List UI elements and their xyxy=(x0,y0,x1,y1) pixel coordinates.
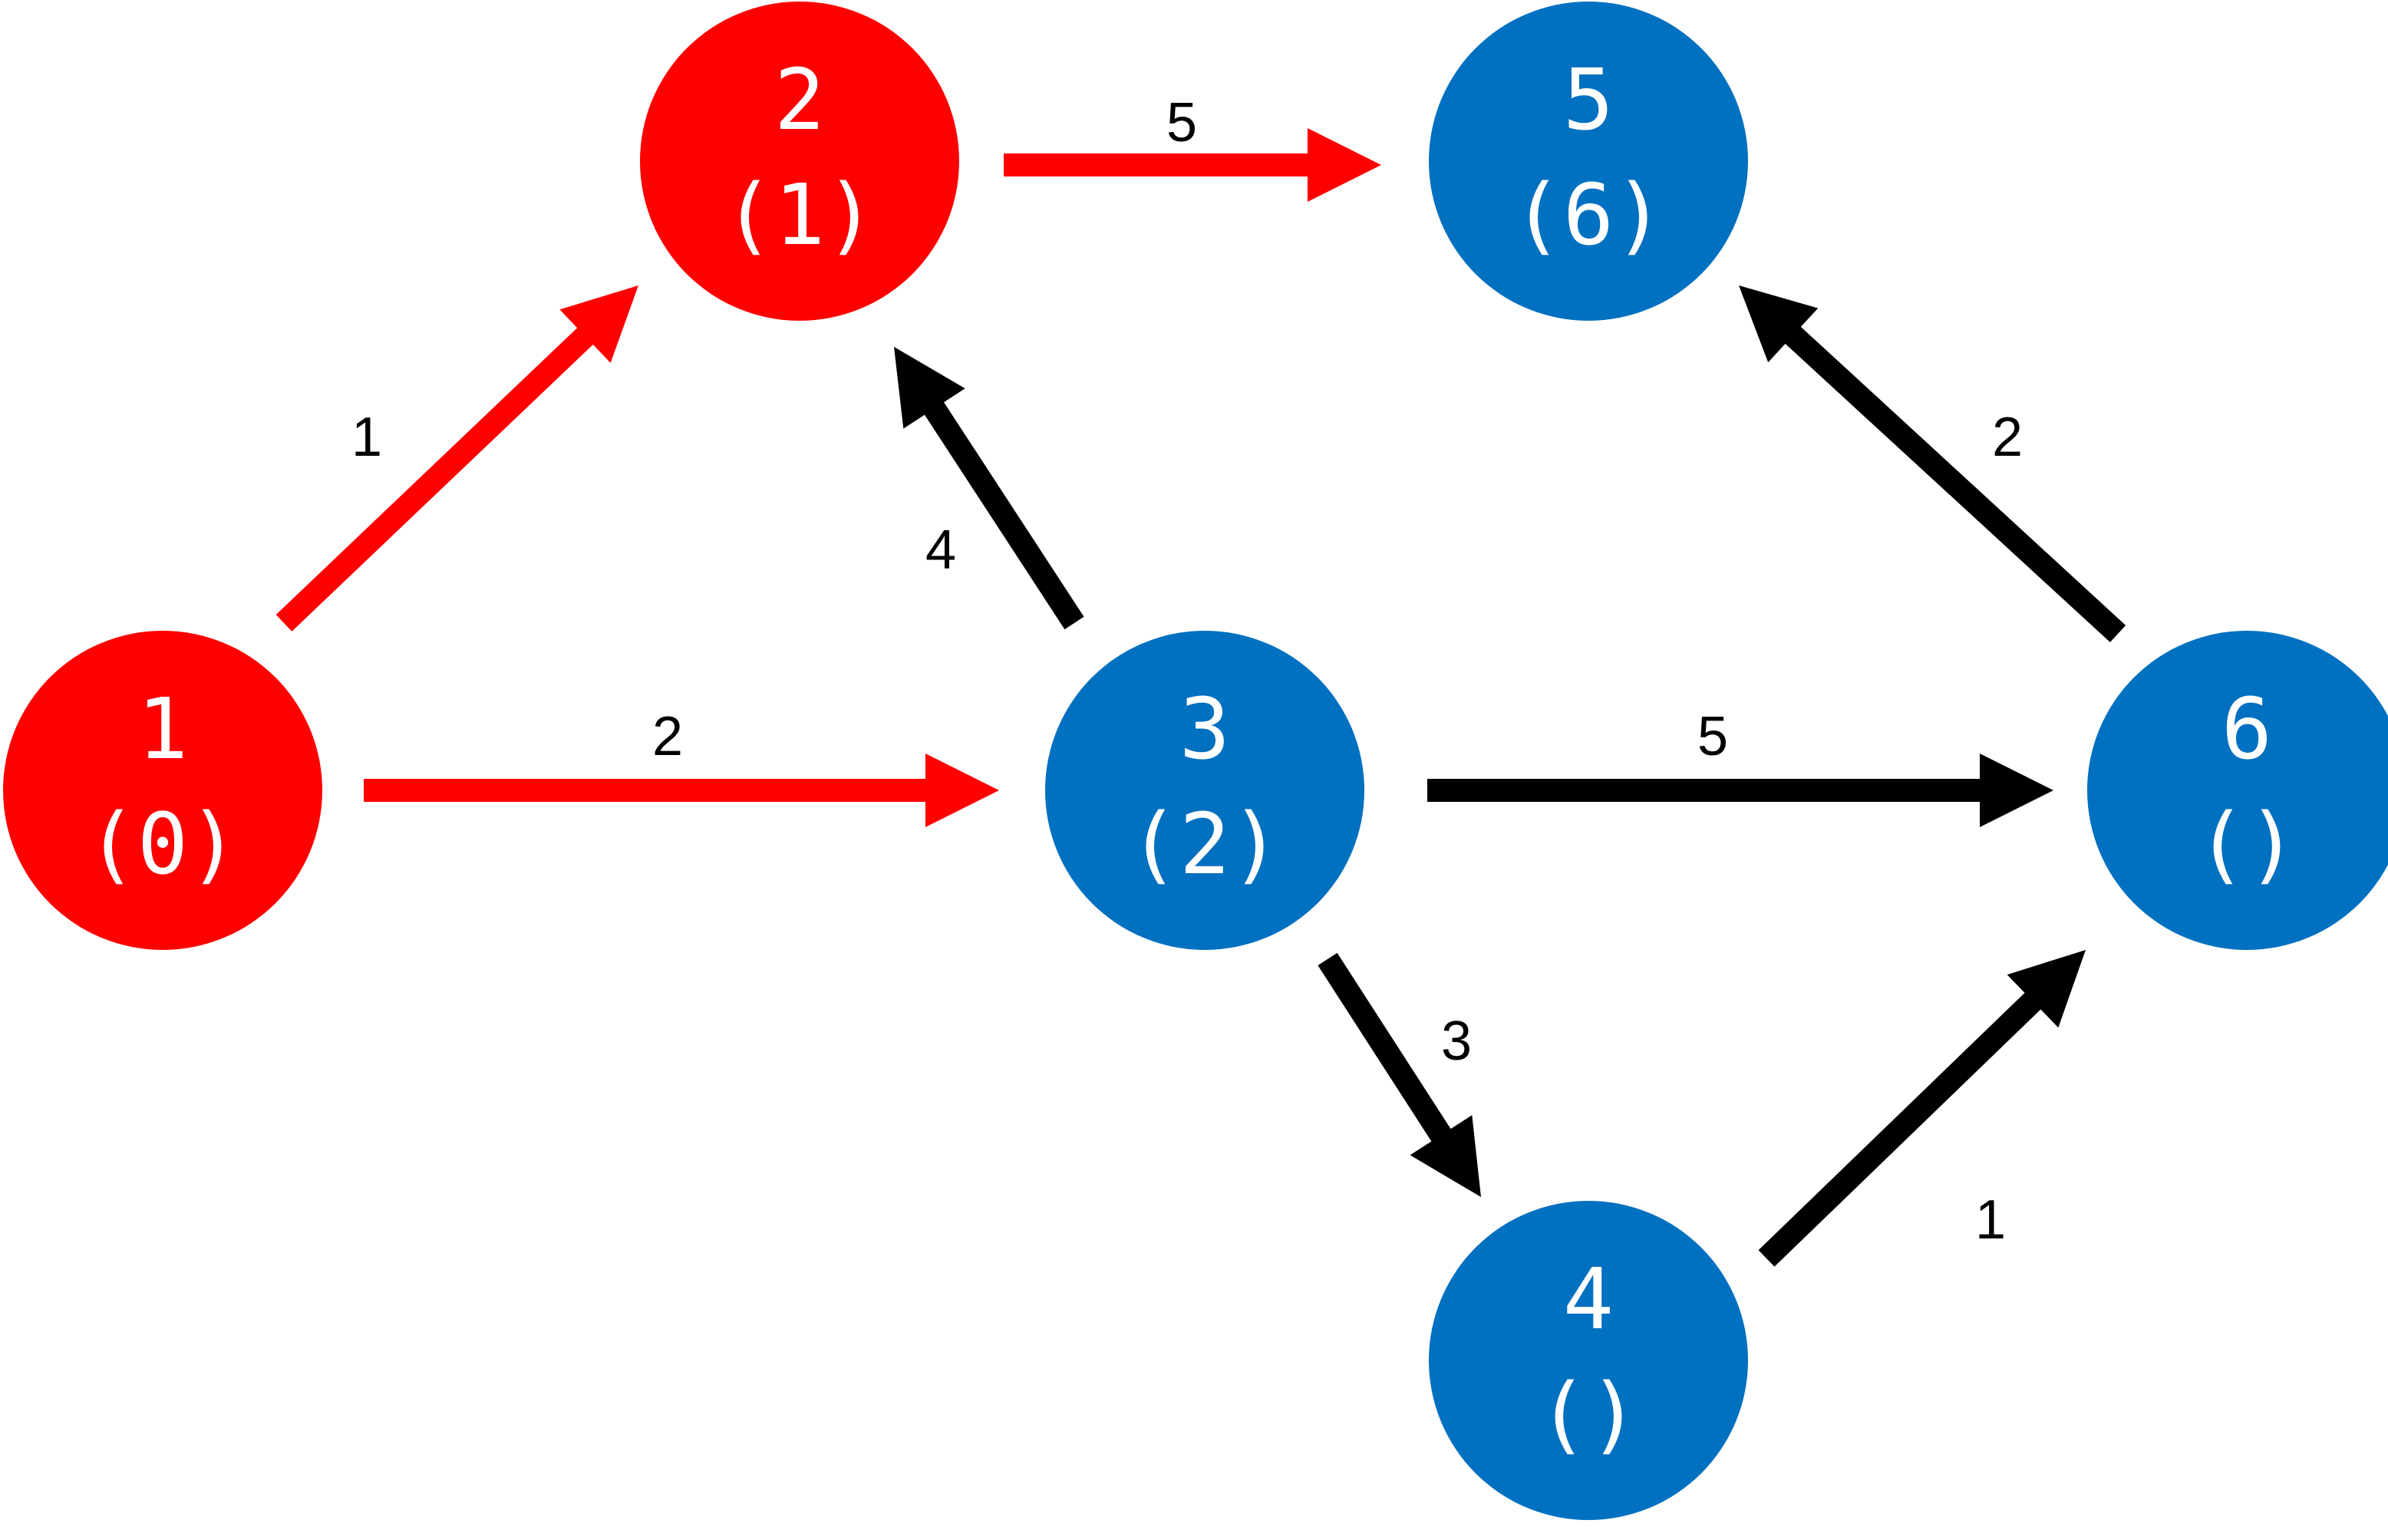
edge-weight-3-4: 3 xyxy=(1441,1011,1472,1072)
node-2: 2(1) xyxy=(640,2,959,321)
node-distance-3: (2) xyxy=(1129,795,1281,893)
edges-layer: 1 2 5 4 5 3 1 2 xyxy=(275,92,2126,1267)
edge-4-6: 1 xyxy=(1758,950,2086,1267)
edge-line-3-2 xyxy=(923,401,1084,630)
edge-weight-4-6: 1 xyxy=(1975,1189,2006,1251)
arrowhead-1-2 xyxy=(559,285,638,363)
edge-weight-3-6: 5 xyxy=(1697,706,1728,767)
edge-6-5: 2 xyxy=(1739,285,2126,643)
node-label-2: 2 xyxy=(774,51,825,149)
node-3: 3(2) xyxy=(1045,631,1364,950)
edge-2-5: 5 xyxy=(1004,92,1381,202)
edge-1-3: 2 xyxy=(364,706,999,827)
node-label-5: 5 xyxy=(1563,51,1614,149)
node-circle-3 xyxy=(1045,631,1364,950)
node-circle-1 xyxy=(3,631,322,950)
nodes-layer: 1(0)2(1)3(2)4()5(6)6() xyxy=(3,2,2388,1520)
edge-line-6-5 xyxy=(1784,325,2126,643)
node-distance-5: (6) xyxy=(1512,166,1665,264)
node-distance-1: (0) xyxy=(87,795,239,893)
arrowhead-3-2 xyxy=(894,347,965,429)
node-4: 4 () xyxy=(1429,1201,1748,1520)
edge-1-2: 1 xyxy=(275,285,638,631)
node-1: 1(0) xyxy=(3,631,322,950)
arrowhead-3-6 xyxy=(1980,754,2053,827)
edge-3-6: 5 xyxy=(1427,706,2053,827)
arrowhead-3-4 xyxy=(1410,1115,1481,1197)
arrowhead-4-6 xyxy=(2007,950,2086,1028)
edge-weight-3-2: 4 xyxy=(925,519,956,581)
edge-weight-1-3: 2 xyxy=(652,706,683,767)
node-circle-4 xyxy=(1429,1201,1748,1520)
arrowhead-6-5 xyxy=(1739,285,1819,363)
node-distance-6: () xyxy=(2196,795,2297,893)
edge-3-2: 4 xyxy=(894,347,1084,630)
arrowhead-1-3 xyxy=(925,754,999,827)
node-distance-2: (1) xyxy=(724,166,876,264)
arrowhead-2-5 xyxy=(1308,128,1381,202)
edge-line-4-6 xyxy=(1758,991,2042,1267)
node-label-4: 4 xyxy=(1563,1250,1614,1348)
node-label-3: 3 xyxy=(1179,680,1230,778)
edge-line-1-2 xyxy=(275,326,595,631)
node-circle-6 xyxy=(2087,631,2388,950)
node-circle-2 xyxy=(640,2,959,321)
edge-weight-2-5: 5 xyxy=(1166,92,1197,153)
node-circle-5 xyxy=(1429,2,1748,321)
node-label-1: 1 xyxy=(137,680,188,778)
node-5: 5(6) xyxy=(1429,2,1748,321)
edge-weight-1-2: 1 xyxy=(351,407,382,468)
edge-line-3-4 xyxy=(1318,952,1452,1143)
edge-weight-6-5: 2 xyxy=(1992,407,2023,468)
node-6: 6 () xyxy=(2087,631,2388,950)
node-label-6: 6 xyxy=(2221,680,2272,778)
node-distance-4: () xyxy=(1538,1365,1639,1463)
edge-3-4: 3 xyxy=(1318,952,1481,1197)
